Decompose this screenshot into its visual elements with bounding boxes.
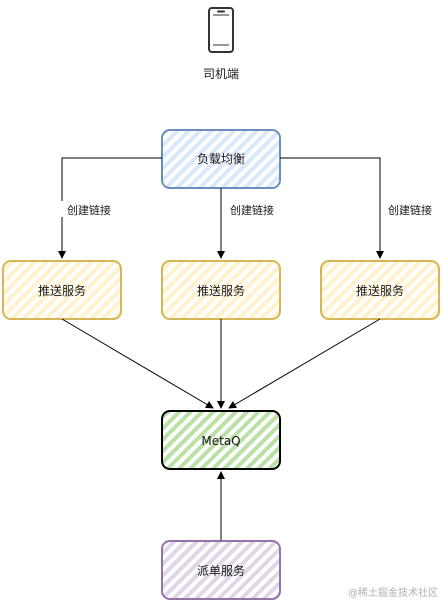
dispatch-service-label: 派单服务 — [197, 563, 245, 578]
edge-push3-queue — [228, 318, 381, 409]
edge-label-1: 创建链接 — [67, 203, 111, 217]
edge-lb-push-1 — [58, 157, 162, 259]
dispatch-service-node[interactable]: 派单服务 — [161, 540, 281, 600]
edge-label-2: 创建链接 — [230, 203, 274, 217]
push-service-label: 推送服务 — [356, 283, 404, 298]
watermark-text: @稀土掘金技术社区 — [348, 586, 438, 599]
push-service-node-3[interactable]: 推送服务 — [320, 260, 440, 320]
push-service-node-1[interactable]: 推送服务 — [2, 260, 122, 320]
client-label: 司机端 — [203, 67, 239, 81]
metaq-label: MetaQ — [201, 434, 240, 448]
push-service-node-2[interactable]: 推送服务 — [161, 260, 281, 320]
edge-lb-push-3 — [280, 157, 384, 259]
edge-label-3: 创建链接 — [388, 203, 432, 217]
load-balancer-node[interactable]: 负载均衡 — [161, 129, 281, 189]
push-service-label: 推送服务 — [197, 283, 245, 298]
load-balancer-label: 负载均衡 — [197, 152, 245, 166]
push-service-label: 推送服务 — [38, 283, 86, 298]
edge-push1-queue — [61, 318, 214, 409]
smartphone-icon — [208, 7, 234, 53]
push-to-queue-edges — [61, 318, 381, 409]
lb-to-push-edges — [58, 157, 384, 259]
metaq-node[interactable]: MetaQ — [161, 410, 281, 470]
